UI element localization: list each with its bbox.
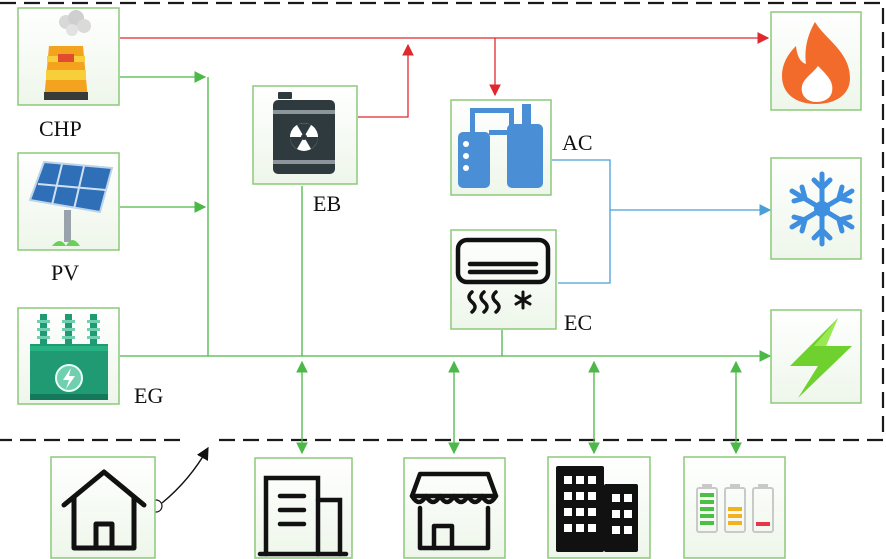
house-box[interactable] <box>50 456 156 559</box>
eb-label: EB <box>313 191 342 216</box>
cool-box[interactable] <box>770 157 862 260</box>
eg-box[interactable] <box>17 307 120 405</box>
apartment-box[interactable] <box>547 456 651 559</box>
battery-storage-icon <box>696 484 774 533</box>
heat-network <box>120 32 770 118</box>
transformer-icon <box>30 314 108 400</box>
pv-label: PV <box>51 260 80 285</box>
heat-box[interactable] <box>770 11 862 111</box>
chp-label: CHP <box>39 116 82 141</box>
radioactive-barrel-icon <box>273 92 335 174</box>
ac-box[interactable] <box>450 99 552 196</box>
snowflake-icon <box>789 171 855 247</box>
air-conditioner-icon <box>455 237 551 314</box>
lightning-icon <box>790 318 852 398</box>
house-connector <box>149 446 209 513</box>
system-boundary <box>0 1 885 442</box>
office-box[interactable] <box>254 457 353 559</box>
cooling-network <box>552 159 772 284</box>
power-box[interactable] <box>770 309 862 404</box>
pv-box[interactable] <box>17 152 120 251</box>
shop-box[interactable] <box>403 457 506 559</box>
chp-plant-icon <box>44 10 91 100</box>
apartment-building-icon <box>556 466 638 552</box>
solar-panel-icon <box>28 160 114 246</box>
chp-box[interactable] <box>17 7 120 106</box>
absorption-chiller-icon <box>458 104 543 188</box>
storage-box[interactable] <box>683 456 786 559</box>
shop-icon <box>409 471 499 551</box>
ec-box[interactable] <box>450 229 557 330</box>
ec-label: EC <box>564 310 593 335</box>
office-building-icon <box>257 475 349 557</box>
ac-label: AC <box>562 130 593 155</box>
eb-box[interactable] <box>252 85 358 185</box>
eg-label: EG <box>134 383 164 408</box>
power-network <box>120 71 772 455</box>
flame-icon <box>782 22 850 104</box>
house-icon <box>61 469 147 551</box>
